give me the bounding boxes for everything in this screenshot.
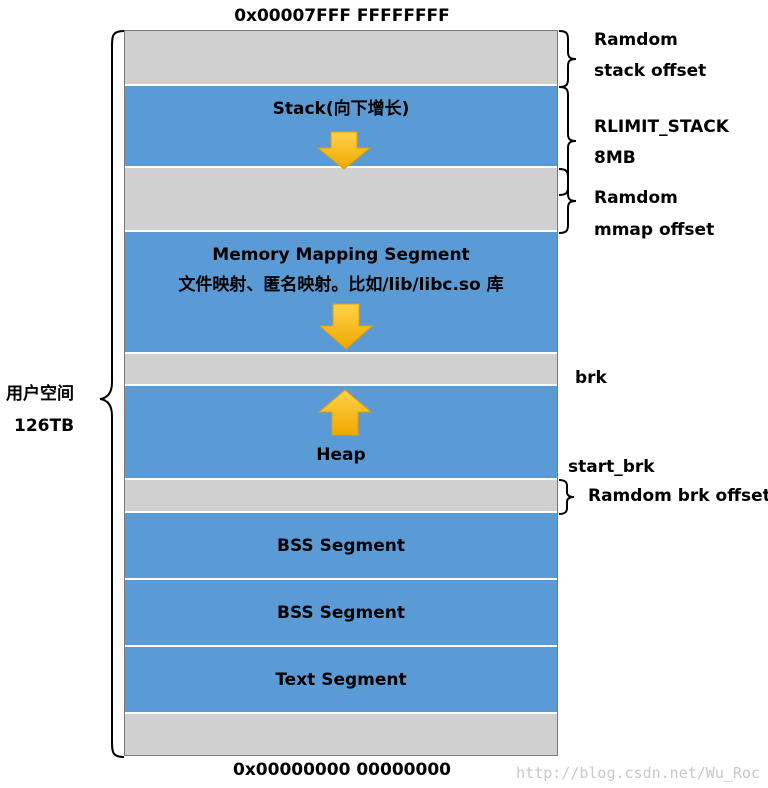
stack-segment: Stack(向下增长) xyxy=(125,86,557,168)
random-brk-offset-gap xyxy=(125,480,557,513)
stack-label: Stack(向下增长) xyxy=(272,99,410,119)
watermark: http://blog.csdn.net/Wu_Roc xyxy=(516,764,760,782)
random-mmap-offset-gap xyxy=(125,168,557,232)
random-brk-brace xyxy=(558,479,575,515)
heap-label: Heap xyxy=(316,445,366,465)
random-stack-brace xyxy=(558,30,577,88)
bss-segment-1: BSS Segment xyxy=(125,513,557,580)
user-space-label: 用户空间 xyxy=(6,384,74,404)
mmap-description: 文件映射、匿名映射。比如/lib/libc.so 库 xyxy=(178,275,504,295)
text-segment-label: Text Segment xyxy=(275,670,407,690)
user-space-brace xyxy=(99,30,125,758)
down-arrow-icon xyxy=(318,303,374,350)
brk-label: brk xyxy=(575,368,607,388)
text-segment: Text Segment xyxy=(125,647,557,714)
rlimit-stack-label-1: RLIMIT_STACK xyxy=(594,117,729,137)
rlimit-stack-label-2: 8MB xyxy=(594,148,636,168)
random-stack-label-2: stack offset xyxy=(594,61,707,81)
bss-label-2: BSS Segment xyxy=(276,603,405,623)
reserved-low-gap xyxy=(125,714,557,755)
down-arrow-icon xyxy=(316,131,372,170)
random-mmap-label-1: Ramdom xyxy=(594,188,678,208)
bss-label-1: BSS Segment xyxy=(276,536,405,556)
random-mmap-label-2: mmap offset xyxy=(594,220,715,240)
mmap-title: Memory Mapping Segment xyxy=(212,245,470,265)
up-arrow-icon xyxy=(317,389,373,436)
user-space-size: 126TB xyxy=(14,416,75,436)
random-brk-offset-label: Ramdom brk offset xyxy=(588,486,768,506)
top-address: 0x00007FFF FFFFFFFF xyxy=(234,6,450,26)
unmapped-gap xyxy=(125,354,557,386)
random-stack-offset-gap xyxy=(125,31,557,86)
start-brk-label: start_brk xyxy=(568,457,655,477)
bss-segment-2: BSS Segment xyxy=(125,580,557,647)
random-mmap-brace xyxy=(558,168,577,234)
bottom-address: 0x00000000 00000000 xyxy=(233,760,451,780)
random-stack-label-1: Ramdom xyxy=(594,30,678,50)
